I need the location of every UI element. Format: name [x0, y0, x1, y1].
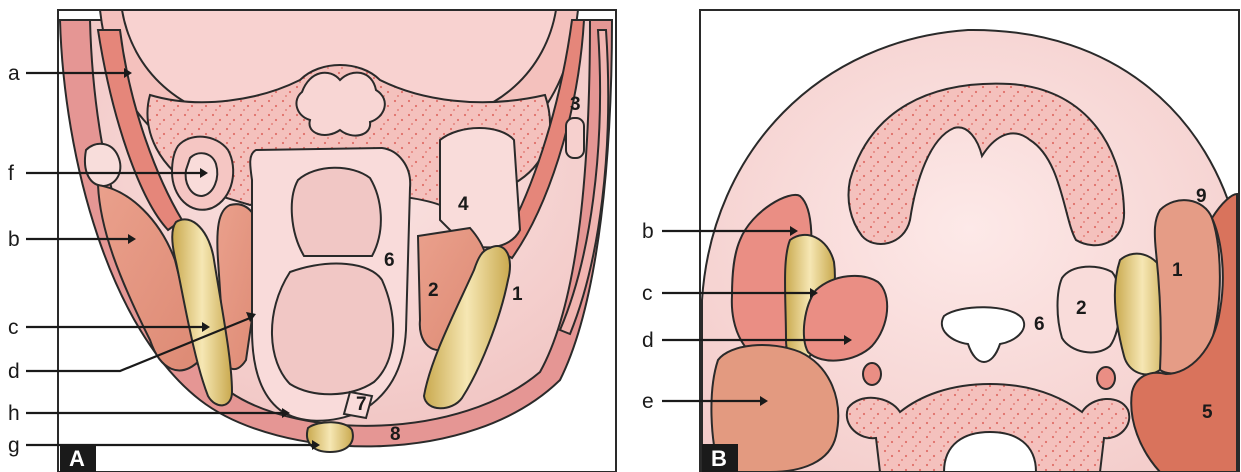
- panel-a-tag: A: [69, 446, 85, 471]
- panel-a: a f b c d h g 3 4 6: [8, 10, 616, 472]
- label-c-panel-b: c: [642, 282, 653, 305]
- num-1: 1: [512, 284, 523, 305]
- region-4: [440, 128, 520, 247]
- label-b: b: [8, 228, 20, 251]
- label-c: c: [8, 316, 19, 339]
- num-7: 7: [356, 394, 367, 415]
- region-2-right-panel: [1058, 267, 1121, 353]
- num-4: 4: [458, 194, 469, 215]
- num-3: 3: [570, 94, 581, 115]
- node-left: [863, 363, 881, 385]
- label-e-panel-b: e: [642, 390, 654, 413]
- label-b-panel-b: b: [642, 220, 654, 243]
- num-8: 8: [390, 424, 401, 445]
- panel-b: b c d e 9 1 2 6 5 B: [642, 10, 1239, 472]
- num-2-panel-b: 2: [1076, 298, 1087, 319]
- node-right: [1097, 367, 1115, 389]
- bony-notch-3: [566, 118, 584, 158]
- airway-lower: [272, 264, 393, 395]
- label-f: f: [8, 162, 14, 185]
- label-a: a: [8, 62, 20, 85]
- airway-upper: [292, 168, 381, 256]
- num-5-panel-b: 5: [1202, 402, 1213, 423]
- num-9-panel-b: 9: [1196, 186, 1207, 207]
- label-d: d: [8, 360, 20, 383]
- num-2: 2: [428, 280, 439, 301]
- num-6-panel-b: 6: [1034, 314, 1045, 335]
- panel-b-tag: B: [711, 446, 727, 471]
- label-d-panel-b: d: [642, 329, 654, 352]
- ear-cartilage-left: [85, 144, 120, 186]
- num-6: 6: [384, 250, 395, 271]
- label-g: g: [8, 434, 20, 457]
- label-h: h: [8, 402, 20, 425]
- num-1-panel-b: 1: [1172, 260, 1183, 281]
